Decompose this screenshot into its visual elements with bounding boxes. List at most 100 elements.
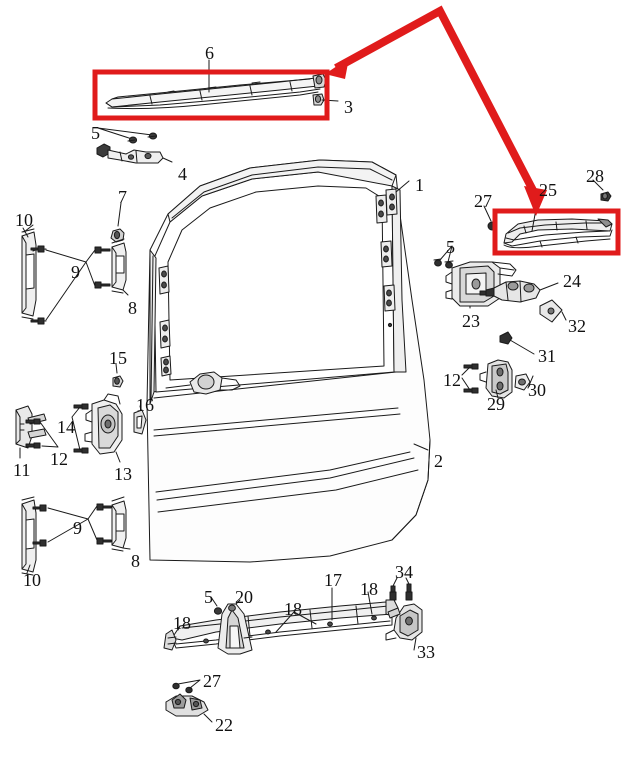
callout-15: 15 (109, 348, 127, 368)
callout-9-a: 9 (71, 262, 80, 282)
leader-18b (275, 611, 317, 633)
leader-9-upper (45, 249, 96, 321)
leader-15 (115, 363, 118, 374)
leader-10-upper (23, 224, 34, 233)
callout-3: 3 (344, 97, 353, 117)
part-5-bottom-fastener (210, 596, 223, 615)
part-15-clip (112, 363, 124, 388)
leader-30 (527, 375, 534, 389)
leader-1 (395, 180, 410, 193)
part-12-left-bolts (25, 418, 59, 449)
part-16-wedge (133, 401, 147, 435)
part-33-bracket (385, 603, 423, 651)
callout-17: 17 (324, 570, 342, 590)
highlight-box-top (92, 69, 330, 121)
callout-5-b: 5 (446, 237, 455, 257)
leader-16 (139, 401, 142, 408)
leader-10-lower (26, 564, 31, 574)
part-9-lower-bolts (32, 503, 112, 547)
leader-27-upper (483, 205, 492, 222)
part-1-2-door-assembly (146, 159, 431, 563)
leader-8-lower (122, 547, 131, 550)
leader-8-upper (122, 289, 129, 296)
part-28-fastener (592, 179, 612, 202)
part-10-lower-plate (21, 496, 37, 576)
callout-8-b: 8 (131, 551, 140, 571)
leader-4 (162, 157, 173, 163)
callout-18-c: 18 (360, 579, 378, 599)
callout-32: 32 (568, 316, 586, 336)
callout-29: 29 (487, 394, 505, 414)
callout-5-a: 5 (91, 123, 100, 143)
callout-24: 24 (563, 271, 581, 291)
part-32-bracket (539, 299, 567, 323)
leader-22 (203, 713, 213, 723)
callout-18-b: 18 (284, 599, 302, 619)
callout-25: 25 (539, 180, 557, 200)
leader-14 (71, 406, 81, 451)
callout-5-c: 5 (204, 587, 213, 607)
leader-18c (367, 591, 373, 615)
callout-27-a: 27 (474, 191, 492, 211)
callout-8-a: 8 (128, 298, 137, 318)
leader-13 (115, 451, 121, 463)
leader-24 (539, 282, 559, 291)
leader-33 (413, 637, 417, 651)
callout-22: 22 (215, 715, 233, 735)
callout-9-b: 9 (73, 518, 82, 538)
leader-28 (592, 179, 604, 191)
leader-9-lower (47, 505, 98, 543)
part-7-clip (110, 202, 125, 243)
part-31-stud (499, 331, 535, 355)
part-4-bracket-and-5-fasteners (96, 127, 173, 164)
part-24-roller (479, 280, 559, 303)
part-22-latch (165, 693, 213, 723)
callout-1: 1 (415, 175, 424, 195)
callout-7: 7 (118, 187, 127, 207)
callout-14: 14 (57, 417, 75, 437)
part-13-latch (84, 393, 123, 463)
part-25-lower-rail (503, 197, 613, 249)
part-5-right-fasteners (433, 245, 454, 269)
callout-12-a: 12 (50, 449, 68, 469)
callout-12-b: 12 (443, 370, 461, 390)
leader-27-bottom (177, 679, 201, 689)
callout-33: 33 (417, 642, 435, 662)
leader-31 (509, 339, 535, 355)
highlight-box-right (492, 208, 621, 256)
callout-4: 4 (178, 164, 187, 184)
part-14-bolts (71, 403, 89, 454)
red-callout-arrow (325, 5, 547, 216)
leader-5-bottom (210, 596, 218, 607)
leader-7 (117, 202, 122, 227)
part-30-clip (514, 373, 534, 391)
leader-32 (561, 311, 567, 321)
callout-10-b: 10 (23, 570, 41, 590)
part-10-upper-plate (21, 224, 37, 320)
part-9-upper-bolts (30, 245, 111, 325)
callout-13: 13 (114, 464, 132, 484)
callout-18-a: 18 (173, 613, 191, 633)
callout-6: 6 (205, 43, 214, 63)
callout-27-b: 27 (203, 671, 221, 691)
part-8-upper-bracket (111, 238, 129, 296)
part-27-bottom-fasteners (172, 679, 201, 694)
leader-2 (413, 443, 429, 451)
part-8-lower-bracket (111, 496, 131, 552)
leader-12-left (39, 421, 59, 448)
callout-16: 16 (136, 395, 154, 415)
callout-20: 20 (235, 587, 253, 607)
part-29-hinge (479, 359, 513, 399)
callout-11: 11 (13, 460, 31, 480)
leader-34 (392, 577, 410, 587)
part-20-roller-bracket (217, 599, 253, 655)
callout-31: 31 (538, 346, 556, 366)
callout-34: 34 (395, 562, 413, 582)
leader-12-right (461, 366, 471, 391)
callout-2: 2 (434, 451, 443, 471)
callout-30: 30 (528, 380, 546, 400)
part-12-right-bolts (461, 363, 479, 394)
